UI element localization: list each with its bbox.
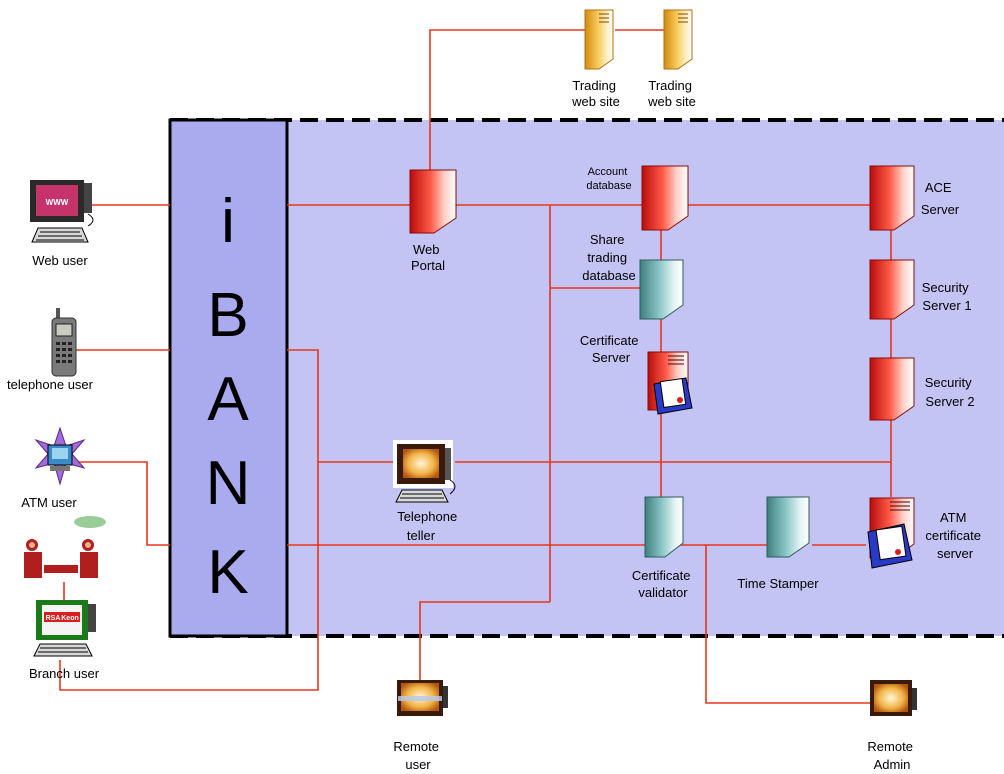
web-user-label: Web user — [32, 253, 88, 268]
bank-letter-a: A — [207, 365, 249, 434]
security-server-2-line-2: Server 2 — [925, 394, 974, 409]
security-server-1-line-1: Security — [922, 280, 969, 295]
security-server-2-line-1: Security — [925, 375, 972, 390]
trading-site-1-line-1: Trading — [572, 78, 616, 93]
account-database-line-2: database — [586, 180, 631, 192]
remote-admin-laptop-icon — [870, 680, 917, 716]
atm-cert-line-3: server — [937, 546, 974, 561]
mobile-phone-icon — [52, 308, 76, 376]
certificate-server-line-1: Certificate — [580, 333, 639, 348]
share-trading-line-2: trading — [587, 250, 627, 265]
telephone-user-label: telephone user — [7, 377, 94, 392]
atm-cert-line-2: certificate — [925, 528, 981, 543]
certificate-validator-line-1: Certificate — [632, 568, 691, 583]
web-user-computer-icon: WWW — [30, 180, 93, 242]
remote-user-line-1: Remote — [393, 739, 439, 754]
branch-computer-icon: RSA Keon — [34, 600, 96, 656]
trading-site-2-label: Trading web site — [647, 78, 696, 109]
keon-screen-text: Keon — [61, 615, 79, 622]
web-portal-line-2: Portal — [411, 258, 445, 273]
trading-site-2-line-1: Trading — [648, 78, 692, 93]
bank-letter-i: i — [221, 187, 235, 256]
ace-server-icon — [870, 166, 914, 230]
certificate-server-line-2: Server — [592, 350, 631, 365]
atm-certificate-server-icon — [868, 498, 914, 568]
certificate-validator-server-icon — [645, 497, 683, 557]
security-server-2-icon — [870, 358, 914, 420]
remote-user-label: Remote user — [393, 739, 442, 772]
trading-site-2-line-2: web site — [647, 94, 696, 109]
account-database-server-icon — [642, 166, 688, 230]
bank-letter-k: K — [207, 538, 248, 607]
atm-icon — [36, 428, 84, 484]
certificate-validator-line-2: validator — [638, 585, 688, 600]
remote-admin-line-2: Admin — [874, 757, 911, 772]
telephone-teller-line-2: teller — [407, 528, 436, 543]
branch-user-label: Branch user — [29, 666, 100, 681]
ace-server-line-2: Server — [921, 202, 960, 217]
share-trading-database-label: Share trading database — [582, 232, 636, 283]
bank-letter-n: N — [206, 449, 251, 518]
web-portal-line-1: Web — [413, 242, 440, 257]
remote-admin-line-1: Remote — [867, 739, 913, 754]
account-database-line-1: Account — [588, 166, 628, 178]
remote-user-laptop-icon — [397, 680, 448, 716]
atm-cert-line-1: ATM — [940, 510, 966, 525]
www-screen-text: WWW — [46, 198, 69, 207]
security-server-1-line-2: Server 1 — [922, 298, 971, 313]
bank-letter-b: B — [207, 281, 248, 350]
certificate-server-icon — [648, 352, 692, 414]
share-trading-line-1: Share — [590, 232, 625, 247]
time-stamper-server-icon — [767, 497, 809, 557]
atm-user-label: ATM user — [21, 495, 77, 510]
remote-admin-label: Remote Admin — [867, 739, 916, 772]
time-stamper-label: Time Stamper — [737, 576, 819, 591]
security-server-1-icon — [870, 260, 914, 319]
ace-server-line-1: ACE — [925, 180, 952, 195]
trading-server-2-icon — [664, 10, 692, 69]
remote-user-line-2: user — [405, 757, 431, 772]
share-trading-line-3: database — [582, 268, 636, 283]
branch-staff-icon — [24, 516, 106, 578]
trading-server-1-icon — [585, 10, 613, 69]
trading-site-1-line-2: web site — [571, 94, 620, 109]
trading-site-1-label: Trading web site — [571, 78, 620, 109]
telephone-teller-line-1: Telephone — [397, 509, 457, 524]
rsa-screen-text: RSA — [46, 615, 61, 622]
web-portal-label: Web Portal — [411, 242, 445, 273]
